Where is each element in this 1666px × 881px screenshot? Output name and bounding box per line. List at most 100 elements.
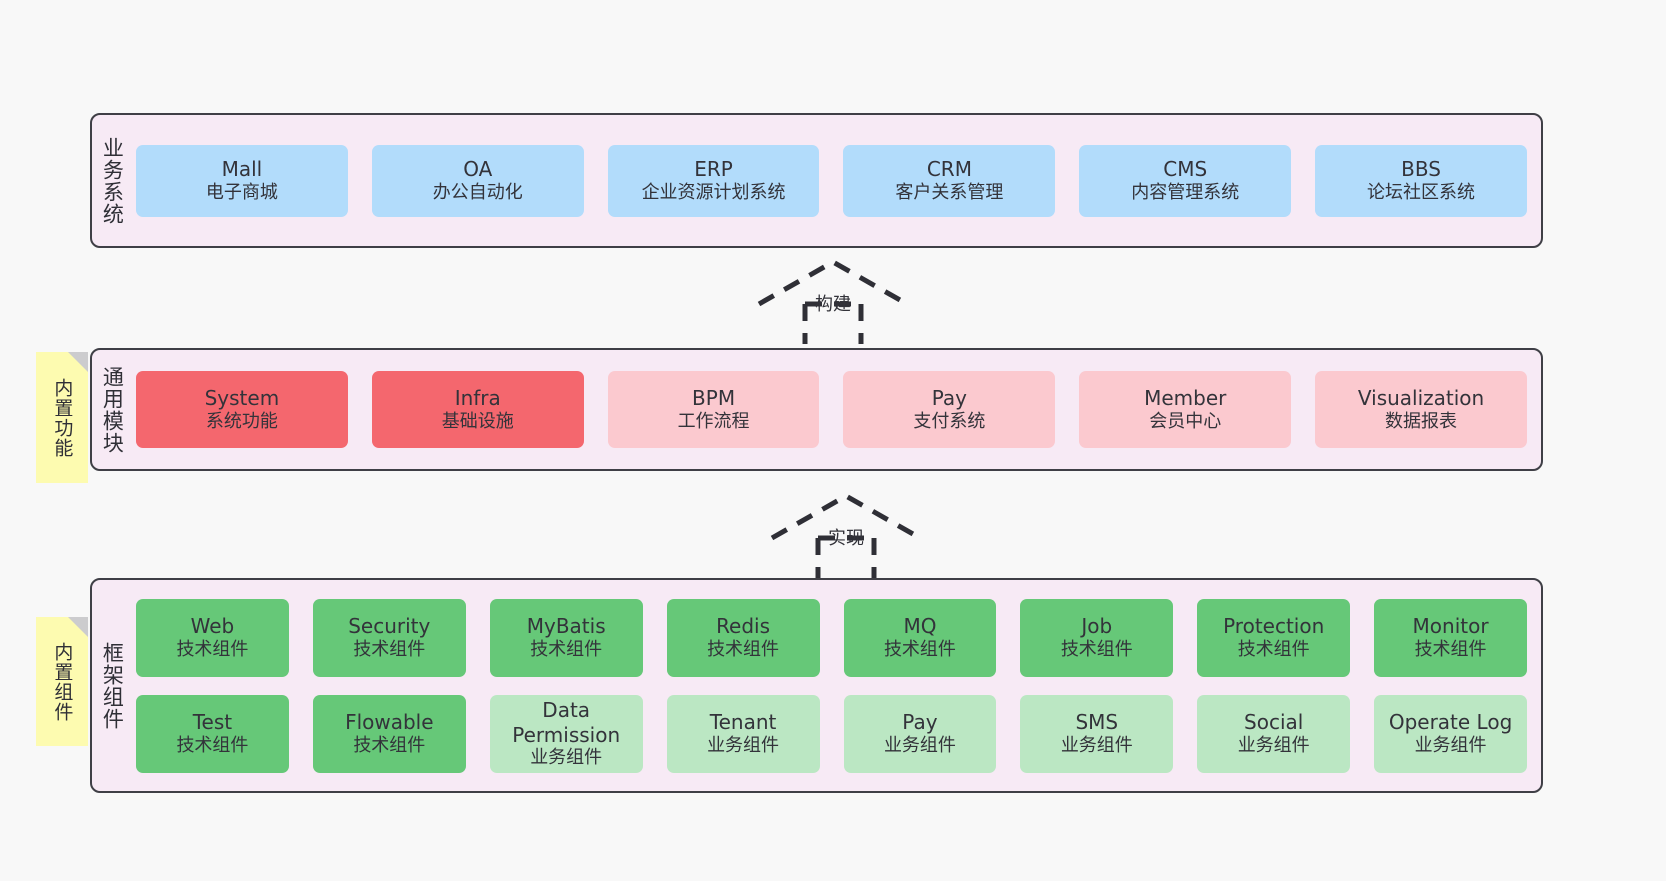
- card-subtitle: 业务组件: [530, 746, 603, 768]
- layer-common-modules: 通用模块 System 系统功能 Infra 基础设施 BPM 工作流程 Pay…: [90, 348, 1543, 471]
- card-subtitle: 技术组件: [1060, 638, 1133, 660]
- layer-title-business: 业务系统: [100, 136, 125, 225]
- module-card-system[interactable]: System 系统功能: [136, 371, 348, 448]
- framework-card-protection[interactable]: Protection 技术组件: [1197, 598, 1351, 677]
- layer-body-business: Mall 电子商城 OA 办公自动化 ERP 企业资源计划系统 CRM 客户关系…: [132, 115, 1541, 246]
- card-subtitle: 客户关系管理: [895, 181, 1004, 203]
- card-title: Flowable: [345, 710, 434, 735]
- card-title: Data Permission: [512, 698, 621, 747]
- card-title: CMS: [1163, 157, 1208, 182]
- framework-card-tenant[interactable]: Tenant 业务组件: [666, 694, 820, 773]
- card-title: Web: [190, 614, 235, 639]
- framework-card-data-permission[interactable]: Data Permission 业务组件: [489, 694, 643, 773]
- card-title: Pay: [931, 386, 968, 411]
- business-card-oa[interactable]: OA 办公自动化: [371, 144, 584, 217]
- card-subtitle: 业务组件: [1237, 734, 1310, 756]
- connector-implement: 实现: [770, 492, 922, 578]
- card-title: SMS: [1075, 710, 1119, 735]
- card-subtitle: 基础设施: [441, 410, 514, 432]
- framework-card-operate-log[interactable]: Operate Log 业务组件: [1374, 694, 1527, 773]
- card-subtitle: 技术组件: [353, 638, 426, 660]
- card-title: Social: [1244, 710, 1304, 735]
- card-subtitle: 论坛社区系统: [1367, 181, 1476, 203]
- module-card-infra[interactable]: Infra 基础设施: [371, 371, 584, 448]
- note-builtin-features: 内置功能: [36, 352, 88, 483]
- module-card-pay[interactable]: Pay 支付系统: [843, 371, 1056, 448]
- layer-framework-components: 框架组件 Web 技术组件 Security 技术组件 MyBatis 技术组件…: [90, 578, 1543, 793]
- card-title: Test: [192, 710, 233, 735]
- note-builtin-components: 内置组件: [36, 617, 88, 746]
- card-title: Redis: [716, 614, 771, 639]
- card-title: CRM: [926, 157, 972, 182]
- card-subtitle: 技术组件: [1414, 638, 1487, 660]
- business-card-crm[interactable]: CRM 客户关系管理: [843, 144, 1056, 217]
- build-arrow-icon: [757, 259, 909, 344]
- card-subtitle: 企业资源计划系统: [641, 181, 786, 203]
- connector-build-label: 构建: [815, 294, 851, 315]
- connector-build: 构建: [757, 258, 909, 344]
- framework-card-test[interactable]: Test 技术组件: [136, 694, 289, 773]
- card-subtitle: 业务组件: [1060, 734, 1133, 756]
- card-subtitle: 技术组件: [530, 638, 603, 660]
- business-card-cms[interactable]: CMS 内容管理系统: [1079, 144, 1292, 217]
- business-card-mall[interactable]: Mall 电子商城: [136, 144, 348, 217]
- card-subtitle: 技术组件: [707, 638, 780, 660]
- implement-arrow-icon: [770, 493, 922, 578]
- card-title: BBS: [1401, 157, 1441, 182]
- framework-card-row-1: Web 技术组件 Security 技术组件 MyBatis 技术组件 Redi…: [136, 598, 1527, 677]
- card-subtitle: 业务组件: [883, 734, 956, 756]
- card-title: Security: [348, 614, 431, 639]
- business-card-erp[interactable]: ERP 企业资源计划系统: [607, 144, 820, 217]
- card-title: Mall: [221, 157, 263, 182]
- card-title: Pay: [902, 710, 938, 735]
- card-subtitle: 业务组件: [1414, 734, 1487, 756]
- layer-body-framework: Web 技术组件 Security 技术组件 MyBatis 技术组件 Redi…: [132, 580, 1541, 791]
- card-subtitle: 技术组件: [176, 638, 249, 660]
- framework-card-web[interactable]: Web 技术组件: [136, 598, 289, 677]
- framework-card-pay[interactable]: Pay 业务组件: [843, 694, 997, 773]
- card-title: ERP: [694, 157, 733, 182]
- framework-card-redis[interactable]: Redis 技术组件: [666, 598, 820, 677]
- framework-card-security[interactable]: Security 技术组件: [312, 598, 466, 677]
- layer-title-framework: 框架组件: [100, 641, 125, 730]
- framework-card-job[interactable]: Job 技术组件: [1020, 598, 1174, 677]
- framework-card-mybatis[interactable]: MyBatis 技术组件: [489, 598, 643, 677]
- framework-card-sms[interactable]: SMS 业务组件: [1020, 694, 1174, 773]
- card-title: Monitor: [1412, 614, 1489, 639]
- layer-body-modules: System 系统功能 Infra 基础设施 BPM 工作流程 Pay 支付系统…: [132, 350, 1541, 469]
- connector-implement-label: 实现: [828, 528, 864, 549]
- card-subtitle: 系统功能: [205, 410, 278, 432]
- module-card-bpm[interactable]: BPM 工作流程: [607, 371, 820, 448]
- card-subtitle: 办公自动化: [432, 181, 523, 203]
- card-title: System: [204, 386, 280, 411]
- card-subtitle: 会员中心: [1149, 410, 1222, 432]
- framework-card-flowable[interactable]: Flowable 技术组件: [312, 694, 466, 773]
- card-title: OA: [463, 157, 493, 182]
- note-label: 内置组件: [51, 641, 74, 722]
- business-card-bbs[interactable]: BBS 论坛社区系统: [1315, 144, 1527, 217]
- card-title: Protection: [1223, 614, 1325, 639]
- layer-business-systems: 业务系统 Mall 电子商城 OA 办公自动化 ERP 企业资源计划系统 CRM…: [90, 113, 1543, 248]
- card-subtitle: 技术组件: [1237, 638, 1310, 660]
- card-subtitle: 工作流程: [677, 410, 750, 432]
- framework-card-mq[interactable]: MQ 技术组件: [843, 598, 997, 677]
- card-subtitle: 技术组件: [353, 734, 426, 756]
- module-card-visualization[interactable]: Visualization 数据报表: [1315, 371, 1527, 448]
- note-label: 内置功能: [51, 377, 74, 458]
- card-title: Member: [1144, 386, 1227, 411]
- card-title: MQ: [903, 614, 937, 639]
- card-subtitle: 支付系统: [913, 410, 986, 432]
- card-title: Visualization: [1357, 386, 1485, 411]
- card-subtitle: 技术组件: [883, 638, 956, 660]
- business-card-row: Mall 电子商城 OA 办公自动化 ERP 企业资源计划系统 CRM 客户关系…: [136, 144, 1527, 217]
- layer-title-modules: 通用模块: [100, 365, 125, 454]
- card-subtitle: 内容管理系统: [1131, 181, 1240, 203]
- card-title: MyBatis: [526, 614, 606, 639]
- card-subtitle: 技术组件: [176, 734, 249, 756]
- framework-card-monitor[interactable]: Monitor 技术组件: [1374, 598, 1527, 677]
- card-title: Tenant: [709, 710, 777, 735]
- module-card-member[interactable]: Member 会员中心: [1079, 371, 1292, 448]
- card-subtitle: 业务组件: [707, 734, 780, 756]
- framework-card-social[interactable]: Social 业务组件: [1197, 694, 1351, 773]
- card-subtitle: 电子商城: [205, 181, 278, 203]
